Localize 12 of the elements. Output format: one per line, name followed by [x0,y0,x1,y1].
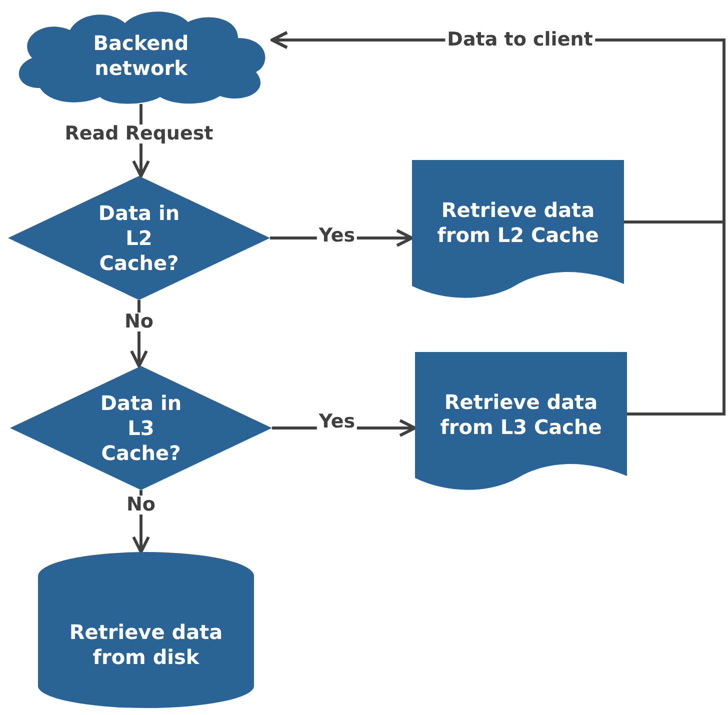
node-label: Retrieve data from L2 Cache [436,198,600,248]
database-cylinder [38,552,254,708]
edge-label: Yes [316,412,358,432]
decision-diamond [8,176,270,300]
document-shape [415,352,627,492]
document-shape [412,160,624,300]
node-label: Data in L2 Cache? [97,200,181,276]
node-label: Backend network [92,31,190,81]
node-label: Data in L3 Cache? [99,390,183,466]
decision-diamond [10,366,272,490]
node-label: Retrieve data from L3 Cache [439,390,603,440]
node-label: Retrieve data from disk [68,620,224,670]
